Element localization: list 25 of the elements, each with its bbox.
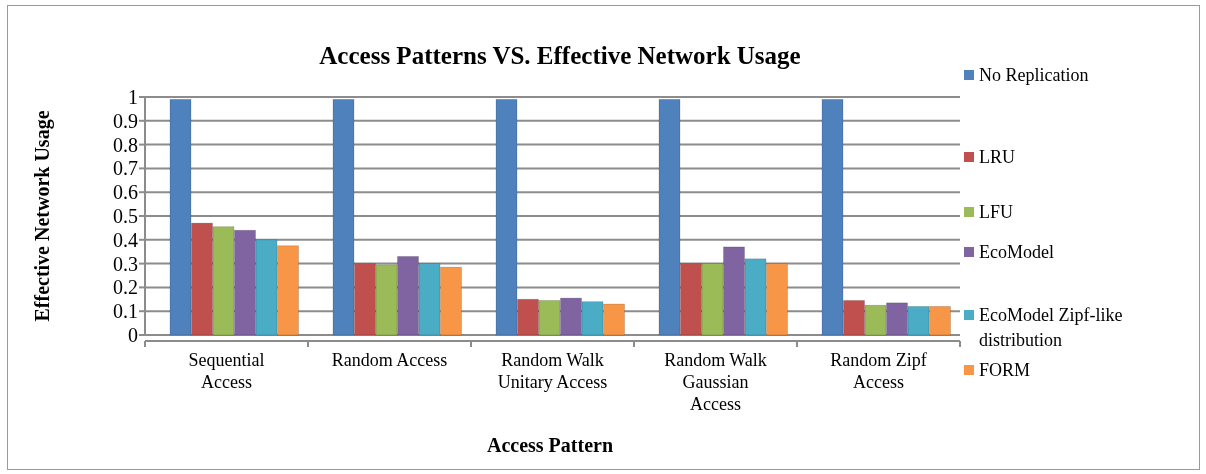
- category-label: Random Zipf Access: [829, 349, 928, 393]
- category-label: Random Walk Gaussian Access: [663, 349, 768, 415]
- tick-label: 0: [127, 325, 138, 345]
- legend-label: LRU: [979, 146, 1015, 169]
- category-label: Random Access: [330, 349, 449, 371]
- legend-label: No Replication: [979, 64, 1089, 87]
- legend-label: EcoModel: [979, 241, 1054, 264]
- chart-title: Access Patterns VS. Effective Network Usage: [318, 41, 802, 71]
- category-label: Sequential Access: [187, 349, 266, 393]
- tick-label: 0.7: [112, 158, 138, 179]
- tick-label: 0.2: [112, 277, 138, 298]
- tick-label: 0.1: [112, 301, 138, 322]
- legend-label: FORM: [979, 359, 1031, 382]
- tick-label: 0.6: [112, 182, 138, 203]
- y-axis-title: Effective Network Usage: [30, 110, 55, 322]
- tick-label: 0.5: [112, 206, 138, 226]
- legend-label: LFU: [979, 201, 1013, 224]
- tick-label: 0.4: [112, 229, 138, 250]
- tick-label: 0.3: [112, 253, 138, 274]
- tick-label: 1: [127, 87, 138, 107]
- category-label: Random Walk Unitary Access: [496, 349, 609, 393]
- x-axis-title: Access Pattern: [485, 433, 615, 458]
- tick-label: 0.9: [112, 110, 138, 131]
- legend-label: EcoModel Zipf-like distribution: [979, 304, 1124, 352]
- tick-label: 0.8: [112, 134, 138, 155]
